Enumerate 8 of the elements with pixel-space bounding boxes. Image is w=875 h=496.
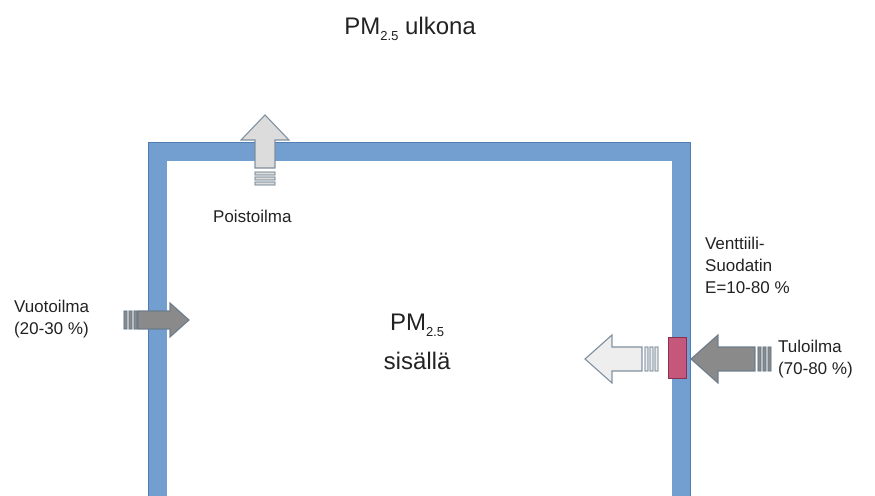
leak-air-label: Vuotoilma (20-30 %) xyxy=(14,296,90,340)
room-outline xyxy=(149,143,690,496)
room-label: PM$_{2.5}$ sisällä xyxy=(382,308,452,377)
supply-air-label: Tuloilma (70-80 %) xyxy=(778,336,854,380)
filter-label: Venttiili- Suodatin E=10-80 % xyxy=(705,233,791,299)
exhaust-air-label: Poistoilma xyxy=(213,206,292,228)
filter-box xyxy=(668,337,687,379)
outside-label: PM$_{2.5}$ ulkona xyxy=(343,12,477,45)
